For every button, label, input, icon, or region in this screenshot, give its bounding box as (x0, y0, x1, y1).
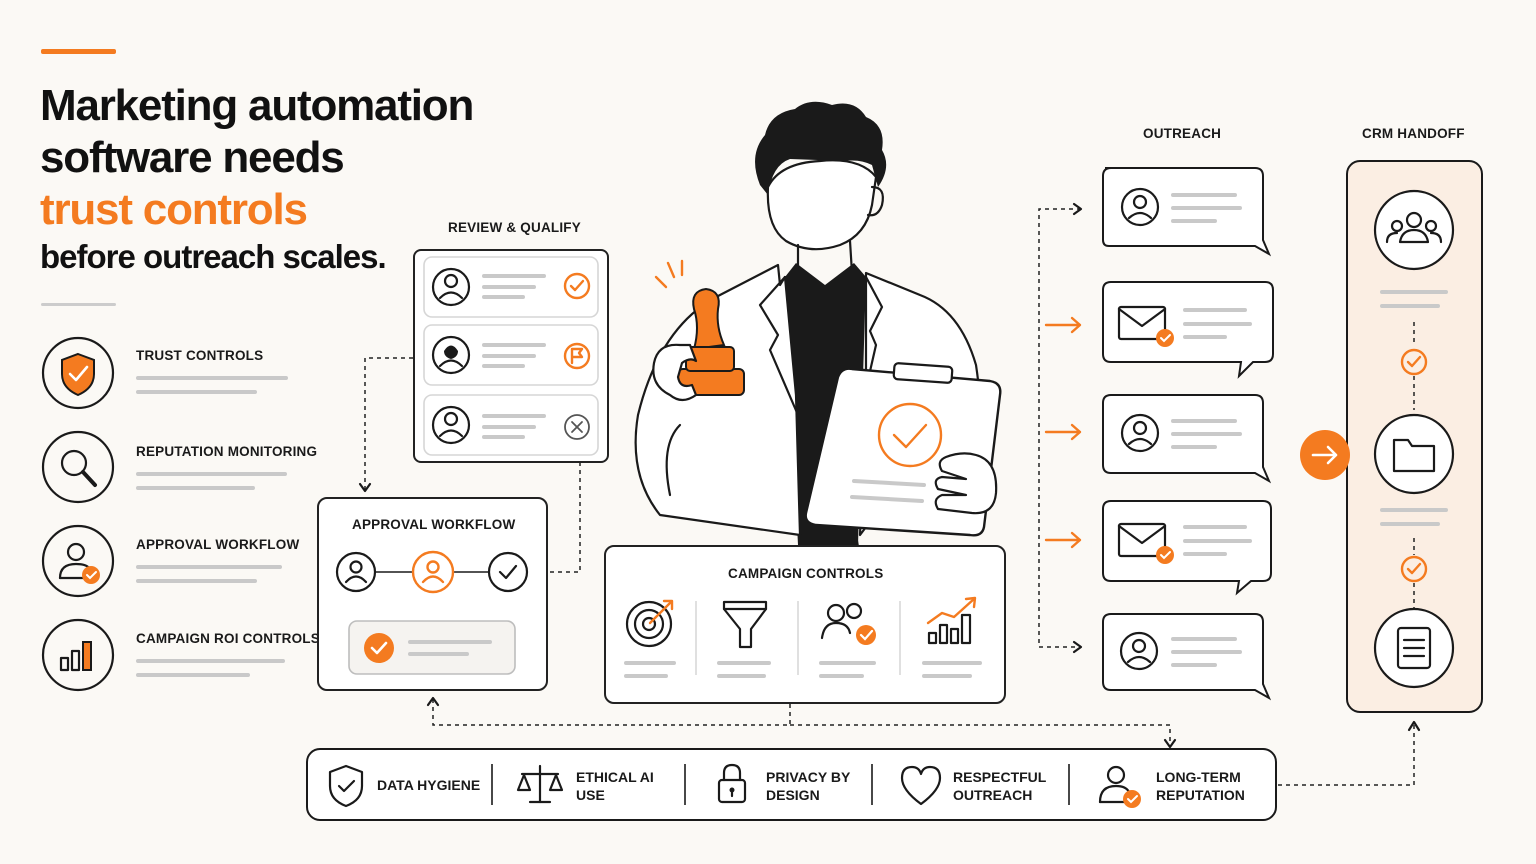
review-rows (423, 256, 599, 456)
headline: Marketing automation software needs trus… (40, 81, 474, 284)
message-bubble[interactable] (1102, 394, 1272, 484)
message-bubble[interactable] (1102, 167, 1272, 257)
bar-chart-icon (41, 618, 115, 692)
user-badge-icon (1098, 765, 1141, 808)
stamp-icon (677, 287, 745, 396)
contact-icon (1119, 631, 1159, 671)
contact-icon (1120, 413, 1160, 453)
headline-line-4: before outreach scales. (40, 238, 387, 275)
candidate-row[interactable] (423, 324, 599, 386)
contact-icon (1120, 187, 1160, 227)
candidate-row[interactable] (423, 256, 599, 318)
principles-bar (306, 748, 1277, 821)
outreach-title: OUTREACH (1143, 126, 1222, 141)
divider (41, 303, 116, 306)
team-icon (1373, 189, 1455, 271)
campaign-icons (624, 596, 982, 678)
step-complete-icon (487, 551, 529, 593)
feature-icons (41, 336, 288, 692)
reviewer-illustration (634, 101, 1002, 549)
outreach-messages (1102, 167, 1274, 701)
target-icon (625, 599, 674, 648)
approval-steps (335, 550, 529, 675)
heart-icon (900, 765, 942, 806)
feature-label-approval: APPROVAL WORKFLOW (136, 537, 300, 552)
feature-label-roi: CAMPAIGN ROI CONTROLS (136, 631, 320, 646)
document-icon (1373, 607, 1455, 689)
email-icon (1117, 305, 1174, 347)
magnifier-icon (41, 430, 115, 504)
shield-check-icon (41, 336, 115, 410)
feature-label-trust: TRUST CONTROLS (136, 348, 264, 363)
padlock-icon (717, 763, 747, 804)
message-bubble[interactable] (1102, 500, 1272, 596)
shield-icon (328, 764, 364, 808)
orange-arrows (1044, 316, 1082, 549)
principle-long-term-reputation: LONG-TERM REPUTATION (1156, 769, 1245, 803)
step-approver-icon (411, 550, 455, 594)
headline-line-1: Marketing automation (40, 81, 474, 130)
message-bubble[interactable] (1102, 613, 1272, 701)
message-bubble[interactable] (1102, 281, 1274, 379)
principles-icons (328, 763, 1141, 808)
step-reviewer-icon (335, 551, 377, 593)
scales-icon (516, 764, 564, 804)
feature-label-reputation: REPUTATION MONITORING (136, 444, 318, 459)
funnel-icon (722, 600, 768, 649)
principle-privacy: PRIVACY BY DESIGN (766, 769, 851, 803)
campaign-title: CAMPAIGN CONTROLS (728, 566, 884, 581)
handoff-arrow-icon[interactable] (1300, 430, 1350, 480)
principle-ethical-ai: ETHICAL AI USE (576, 769, 654, 803)
crm-title: CRM HANDOFF (1362, 126, 1465, 141)
x-circle-icon (564, 414, 590, 440)
accent-bar (41, 49, 116, 54)
email-icon (1117, 522, 1174, 564)
user-check-icon (41, 524, 115, 598)
approval-title: APPROVAL WORKFLOW (352, 517, 516, 532)
review-title: REVIEW & QUALIFY (448, 220, 581, 235)
principle-respectful-outreach: RESPECTFUL OUTREACH (953, 769, 1047, 803)
clipboard-icon (804, 362, 1002, 537)
headline-line-2: software needs (40, 133, 345, 182)
flag-icon (563, 342, 591, 370)
audience-check-icon (820, 602, 876, 645)
check-circle-icon (563, 272, 591, 300)
growth-chart-icon (926, 596, 977, 645)
principle-data-hygiene: DATA HYGIENE (377, 777, 481, 793)
headline-highlight: trust controls (40, 185, 308, 234)
crm-contents (1300, 189, 1455, 689)
candidate-row[interactable] (423, 394, 599, 456)
folder-icon (1373, 413, 1455, 495)
check-icon (1400, 348, 1428, 376)
check-icon (1400, 555, 1428, 583)
